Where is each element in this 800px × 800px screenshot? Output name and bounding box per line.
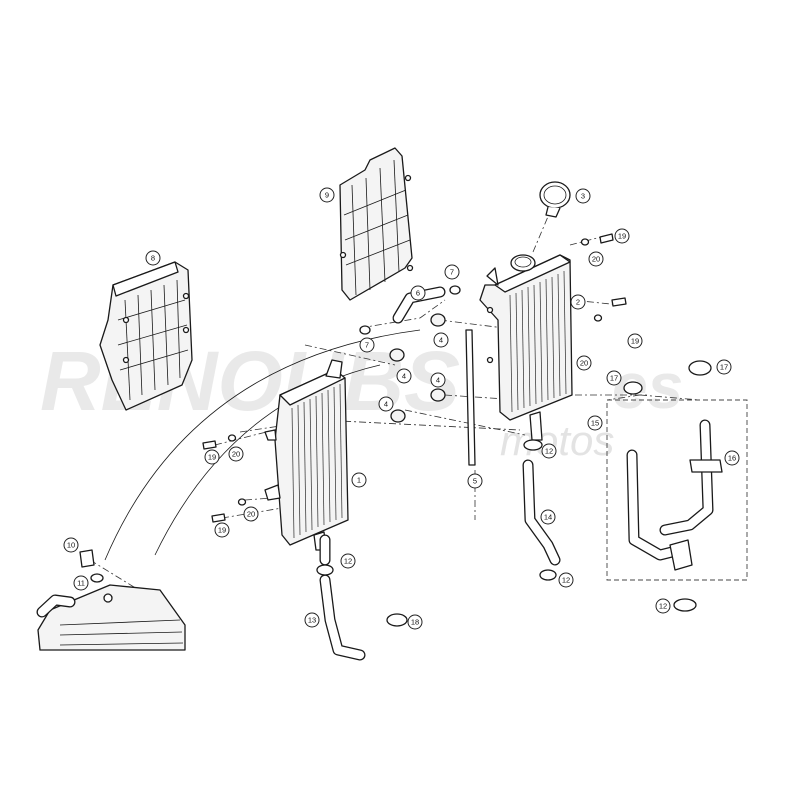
callout-1: 1 — [351, 472, 367, 488]
callout-label: 9 — [325, 191, 329, 200]
callout-4b: 4 — [396, 368, 412, 384]
callout-label: 19 — [618, 232, 626, 241]
callout-15: 15 — [587, 415, 603, 431]
callout-3: 3 — [575, 188, 591, 204]
callout-10: 10 — [63, 537, 79, 553]
callout-label: 8 — [151, 254, 155, 263]
callout-label: 6 — [416, 289, 420, 298]
callout-label: 17 — [720, 363, 728, 372]
right-radiator — [479, 254, 573, 441]
callout-label: 12 — [545, 447, 553, 456]
left-radiator — [264, 359, 349, 551]
callout-6: 6 — [410, 285, 426, 301]
callout-20c: 20 — [228, 446, 244, 462]
callout-label: 16 — [728, 454, 736, 463]
watermark: RENOUBS es motos — [40, 334, 683, 464]
left-radiator-guard — [99, 261, 193, 411]
callout-label: 7 — [450, 268, 454, 277]
callout-label: 4 — [384, 400, 388, 409]
callout-19a: 19 — [614, 228, 630, 244]
callout-19c: 19 — [204, 449, 220, 465]
callout-label: 10 — [67, 541, 75, 550]
callout-4a: 4 — [433, 332, 449, 348]
callout-12d: 12 — [655, 598, 671, 614]
rod-5 — [465, 329, 476, 466]
callouts: 1 2 3 4 4 4 4 5 6 7 7 8 9 10 11 12 12 12… — [63, 187, 740, 630]
callout-label: 7 — [365, 341, 369, 350]
callout-14: 14 — [540, 509, 556, 525]
callout-13: 13 — [304, 612, 320, 628]
callout-label: 12 — [344, 557, 352, 566]
grommets — [389, 313, 446, 423]
hose-6 — [392, 286, 446, 324]
callout-12c: 12 — [558, 572, 574, 588]
callout-label: 13 — [308, 616, 316, 625]
callout-label: 15 — [591, 419, 599, 428]
callout-label: 4 — [439, 336, 443, 345]
callout-17b: 17 — [716, 359, 732, 375]
callout-label: 19 — [208, 453, 216, 462]
callout-label: 5 — [473, 477, 477, 486]
callout-7b: 7 — [359, 337, 375, 353]
callout-label: 17 — [610, 374, 618, 383]
callout-20a: 20 — [588, 251, 604, 267]
callout-9: 9 — [319, 187, 335, 203]
clamps — [316, 285, 712, 627]
callout-label: 20 — [247, 510, 255, 519]
callout-label: 4 — [436, 376, 440, 385]
callout-2: 2 — [570, 294, 586, 310]
callout-label: 1 — [357, 476, 361, 485]
callout-16: 16 — [724, 450, 740, 466]
callout-12b: 12 — [541, 443, 557, 459]
callout-label: 20 — [592, 255, 600, 264]
callout-17a: 17 — [606, 370, 622, 386]
hose-14 — [522, 459, 561, 566]
callout-19b: 19 — [627, 333, 643, 349]
callout-label: 18 — [411, 618, 419, 627]
callout-label: 20 — [232, 450, 240, 459]
drain-bolt — [79, 549, 104, 583]
callout-5: 5 — [467, 473, 483, 489]
callout-label: 11 — [77, 579, 85, 588]
callout-4c: 4 — [430, 372, 446, 388]
callout-18: 18 — [407, 614, 423, 630]
callout-label: 2 — [576, 298, 580, 307]
callout-4d: 4 — [378, 396, 394, 412]
engine-cover-fragment — [36, 584, 186, 651]
callout-label: 12 — [659, 602, 667, 611]
callout-label: 14 — [544, 513, 552, 522]
box-leader — [606, 394, 641, 401]
callout-20b: 20 — [576, 355, 592, 371]
hose-assembly — [626, 419, 723, 571]
bolts-and-washers — [202, 233, 627, 523]
callout-8: 8 — [145, 250, 161, 266]
watermark-suffix: es — [612, 350, 683, 422]
callout-label: 19 — [218, 526, 226, 535]
hose-13 — [319, 534, 366, 661]
radiator-cap — [539, 181, 571, 218]
callout-label: 20 — [580, 359, 588, 368]
callout-label: 3 — [581, 192, 585, 201]
callout-7a: 7 — [444, 264, 460, 280]
callout-label: 4 — [402, 372, 406, 381]
callout-20d: 20 — [243, 506, 259, 522]
callout-19d: 19 — [214, 522, 230, 538]
right-radiator-guard — [339, 147, 414, 301]
callout-label: 12 — [562, 576, 570, 585]
callout-11: 11 — [73, 575, 89, 591]
callout-label: 19 — [631, 337, 639, 346]
callout-12a: 12 — [340, 553, 356, 569]
